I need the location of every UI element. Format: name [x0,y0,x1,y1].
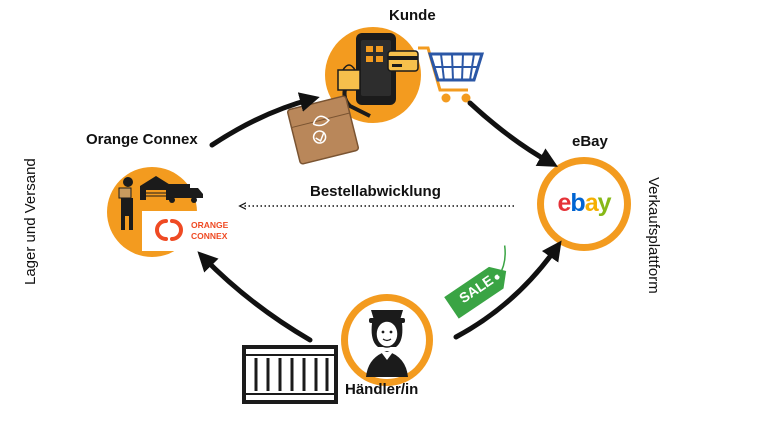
ebay-logo-letter: b [570,189,585,217]
arrow-seller-to-ebay [453,240,562,340]
shopping-cart-icon [418,46,485,103]
sale-tag-icon [444,245,507,319]
ebay-white-disc [544,164,624,244]
ebay-logo-letter: y [597,189,612,217]
center-flow-label: Bestellabwicklung [310,183,441,200]
worker-icon [118,177,133,230]
parcel-box-icon [287,95,359,165]
ebay-logo-letter: e [557,189,572,217]
arrow-customer-to-ebay [467,100,558,167]
smartphone-icon [342,33,396,118]
ebay-node [537,157,631,251]
ebay-logo: ebay [553,188,615,218]
warehouse-truck-icon [140,176,203,203]
seller-title: Händler/in [345,381,419,398]
seller-node [341,294,433,386]
seller-person-icon [366,310,408,377]
ebay-logo-letter: a [584,189,599,217]
orange-connex-logo-line2: CONNEX [191,231,228,241]
shopping-bag-icon [337,64,361,91]
orange-connex-node: ORANGE CONNEX [107,167,244,257]
orange-connex-side-label: Lager und Versand [22,157,39,285]
orange-connex-logo-line1: ORANGE [191,220,229,230]
arrow-seller-to-orangeconnex [197,251,313,343]
ebay-logo-text: ebay [557,189,612,217]
ebay-title: eBay [572,133,608,150]
arrow-orangeconnex-to-customer [209,92,320,148]
orange-connex-logo-mark [155,219,183,241]
credit-card-icon [387,50,419,72]
ebay-side-label: Verkaufsplattform [645,176,662,294]
shipping-container-icon [242,345,338,404]
customer-node [325,27,421,123]
customer-title: Kunde [389,7,436,24]
orange-connex-title: Orange Connex [86,131,198,148]
